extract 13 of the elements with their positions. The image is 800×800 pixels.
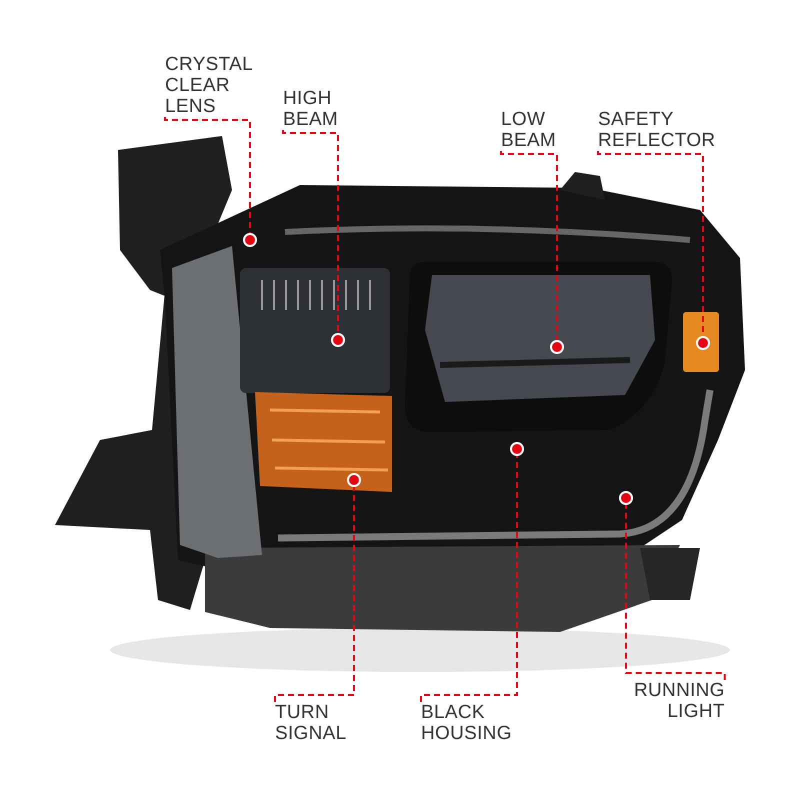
callout-label: RUNNING LIGHT	[634, 680, 725, 722]
callout-label: BLACK HOUSING	[421, 702, 512, 744]
leader-line	[282, 130, 339, 333]
leader-line	[500, 151, 558, 340]
callout-label: TURN SIGNAL	[275, 702, 346, 744]
leader-line	[164, 117, 251, 233]
leader-line	[625, 505, 726, 680]
callout-label: SAFETY REFLECTOR	[598, 109, 716, 151]
callout-label: CRYSTAL CLEAR LENS	[165, 54, 252, 117]
callout-label: LOW BEAM	[501, 109, 556, 151]
leader-line	[274, 487, 355, 702]
callout-label: HIGH BEAM	[283, 88, 338, 130]
leader-line	[420, 456, 518, 702]
